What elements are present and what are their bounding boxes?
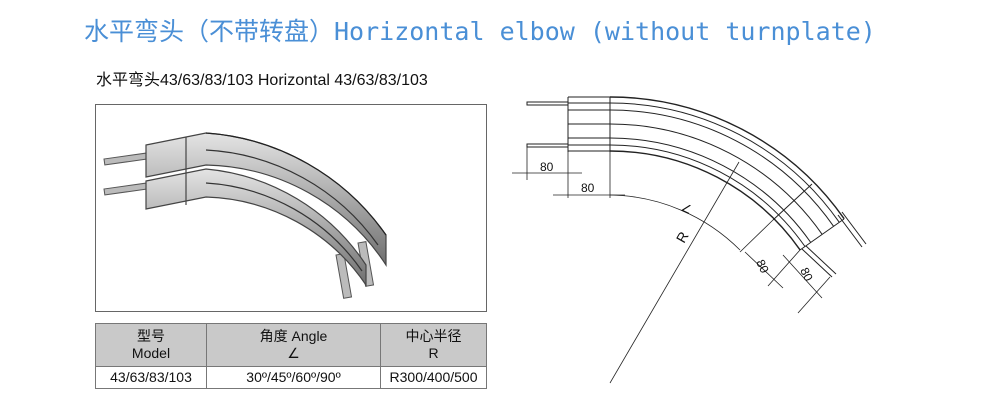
cell-radius: R300/400/500: [380, 366, 487, 389]
curved-section: [609, 96, 867, 278]
page-title: 水平弯头（不带转盘）Horizontal elbow (without turn…: [84, 17, 876, 46]
header-radius-en: R: [428, 345, 439, 361]
dim-body-length: 80: [581, 181, 595, 195]
header-angle: 角度 Angle∠: [206, 323, 381, 367]
header-model-en: Model: [131, 345, 171, 361]
dim-end-body: 80: [753, 257, 771, 275]
product-photo: [95, 104, 487, 312]
straight-section: [567, 96, 611, 152]
header-radius-zh: 中心半径: [405, 328, 462, 344]
table-row: 43/63/83/103 30º/45º/60º/90º R300/400/50…: [95, 366, 487, 389]
angle-symbol: ∠: [679, 200, 695, 217]
header-model-zh: 型号: [137, 328, 165, 344]
straight-end-tabs: [526, 101, 569, 148]
dim-end-tab: 80: [797, 265, 815, 283]
cell-angle: 30º/45º/60º/90º: [206, 366, 381, 389]
dimension-lines: [512, 146, 831, 384]
header-angle-symbol: ∠: [287, 345, 300, 361]
elbow-photo-illustration: [103, 132, 387, 299]
cell-model: 43/63/83/103: [95, 366, 207, 389]
product-subtitle: 水平弯头43/63/83/103 Horizontal 43/63/83/103: [96, 72, 428, 89]
dim-tab-length: 80: [540, 160, 554, 174]
header-angle-zh: 角度 Angle: [259, 328, 328, 344]
radius-label: R: [673, 229, 692, 246]
